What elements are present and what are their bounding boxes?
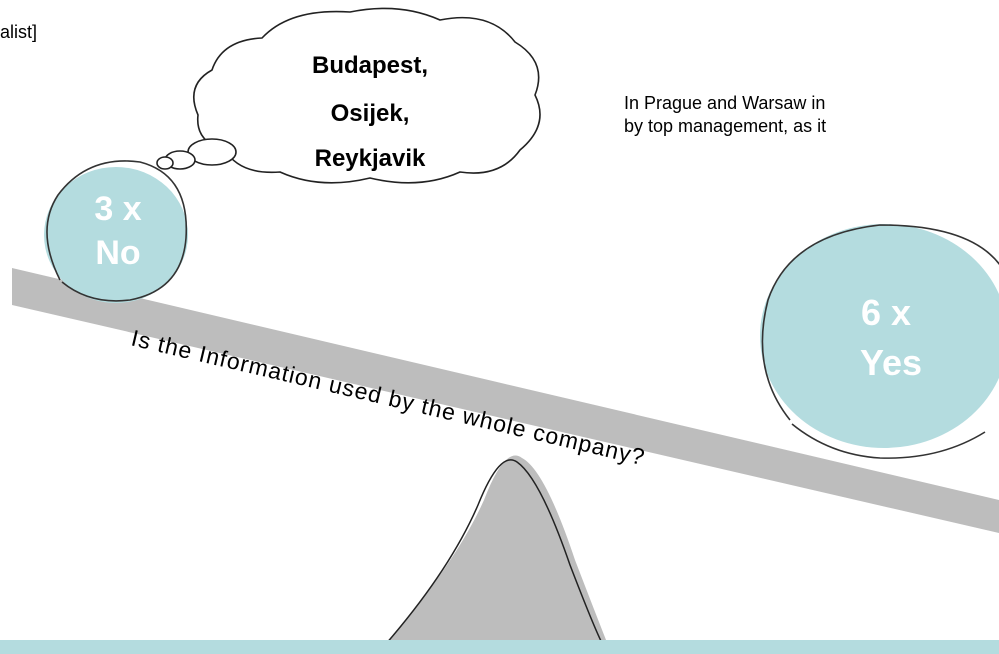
no-count-ball: 3 x No [44,160,188,303]
fulcrum [380,455,610,650]
yes-count-ball: 6 x Yes [760,224,999,459]
right-description-line-1: In Prague and Warsaw in [624,93,826,113]
thought-bubble-line-1: Budapest, [312,52,428,79]
thought-bubble-line-3: Reykjavik [315,145,426,172]
bottom-band [0,640,999,654]
no-count-value: 3 x [94,190,141,228]
no-count-label: No [95,234,140,272]
beam-label: Is the Information used by the whole com… [129,325,648,471]
right-description-line-2: by top management, as it [624,116,827,136]
yes-count-label: Yes [860,342,922,383]
thought-bubble-line-2: Osijek, [331,100,410,127]
thought-bubble: Budapest, Osijek, Reykjavik [156,7,541,184]
right-description: In Prague and Warsaw in by top managemen… [624,92,826,138]
top-left-text: alist] [0,22,38,42]
yes-count-value: 6 x [861,292,911,333]
